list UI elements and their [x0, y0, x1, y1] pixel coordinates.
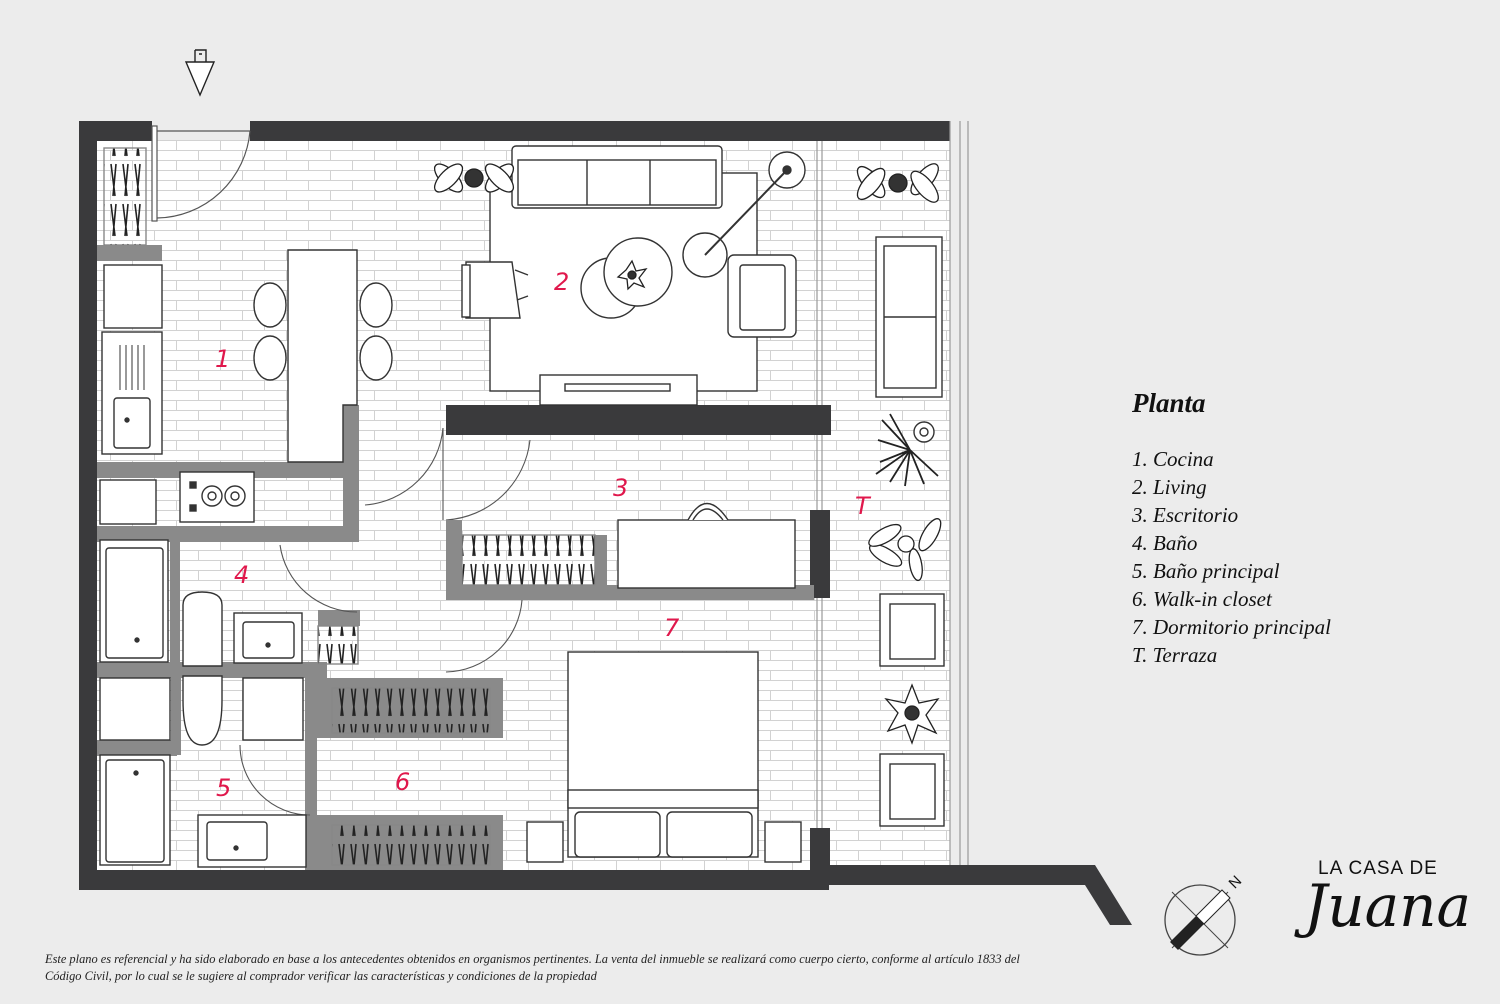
- room-number-bano: 4: [234, 561, 249, 589]
- legend-item-escritorio: 3. Escritorio: [1132, 503, 1239, 527]
- brand-line2: Juana: [1304, 872, 1472, 940]
- terrace-furniture: [875, 236, 945, 827]
- door-arcs: [239, 427, 531, 816]
- brand-line1: LA CASA DE: [1318, 858, 1438, 879]
- living-furniture: [461, 145, 806, 406]
- plant-icons: [433, 163, 942, 745]
- brand-logo: LA CASA DE Juana: [1300, 858, 1480, 968]
- terrace-glass-rail: [816, 121, 969, 865]
- legend: Planta 1. Cocina 2. Living 3. Escritorio…: [1132, 388, 1331, 669]
- legend-item-bano: 4. Baño: [1132, 531, 1198, 555]
- compass-north-label: N: [1226, 873, 1246, 893]
- room-number-living: 2: [554, 268, 569, 296]
- room-number-terraza: T: [855, 492, 872, 520]
- legend-item-bano-principal: 5. Baño principal: [1132, 559, 1280, 583]
- entrance-arrow-icon: [184, 49, 216, 97]
- legend-list: 1. Cocina 2. Living 3. Escritorio 4. Bañ…: [1132, 445, 1331, 669]
- bathroom-fixtures: [99, 539, 359, 868]
- kitchen-furniture: [99, 147, 393, 525]
- room-number-walk-in-closet: 6: [395, 768, 410, 796]
- study-pillar: [810, 510, 830, 598]
- legend-item-living: 2. Living: [1132, 475, 1207, 499]
- study-furniture: [446, 503, 814, 600]
- bedroom-furniture: [526, 651, 802, 863]
- interior-walls: [97, 245, 360, 870]
- legend-item-walk-in-closet: 6. Walk-in closet: [1132, 587, 1272, 611]
- legend-item-cocina: 1. Cocina: [1132, 447, 1214, 471]
- room-number-cocina: 1: [215, 345, 230, 373]
- room-number-escritorio: 3: [613, 474, 628, 502]
- closet-shelves: [317, 678, 503, 870]
- disclaimer-text: Este plano es referencial y ha sido elab…: [45, 952, 1020, 983]
- legend-item-dormitorio: 7. Dormitorio principal: [1132, 615, 1331, 639]
- room-number-dormitorio: 7: [664, 614, 680, 642]
- living-divider-wall: [446, 405, 831, 435]
- entrance-door: [151, 125, 251, 222]
- outer-walls: [79, 121, 1132, 925]
- legend-title: Planta: [1132, 388, 1206, 418]
- legend-item-terraza: T. Terraza: [1132, 643, 1218, 667]
- compass-icon: [1164, 884, 1236, 956]
- room-number-bano-principal: 5: [216, 774, 231, 802]
